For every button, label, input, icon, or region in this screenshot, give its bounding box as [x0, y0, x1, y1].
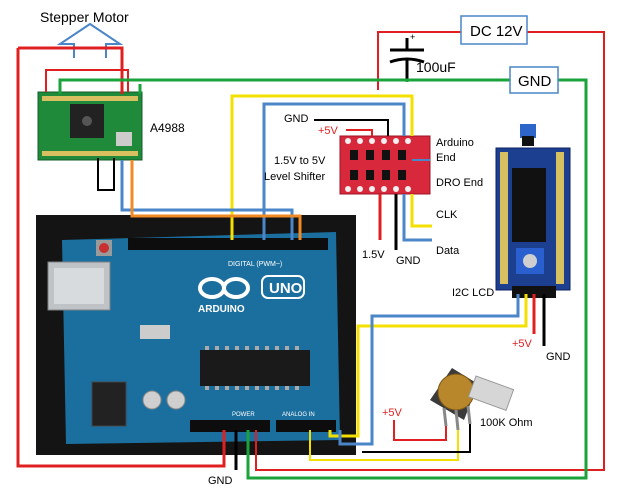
wire-black-pot-gnd	[362, 424, 471, 453]
dc-12v-label: DC 12V	[470, 23, 523, 40]
arduino-board: ARDUINO UNO DIGITAL (PWM~) ANALOG IN POW…	[36, 215, 356, 455]
wire-yellow-clk	[410, 194, 432, 228]
level-shifter-board	[339, 135, 431, 195]
gnd-bottom-label: GND	[208, 475, 233, 487]
plus5v-pot-label: +5V	[382, 407, 403, 419]
gnd-shifter-label: GND	[396, 255, 421, 267]
wire-orange-driver	[130, 160, 302, 240]
arduino-logo-text: ARDUINO	[198, 304, 245, 315]
i2c-lcd-module	[495, 124, 571, 298]
digital-header-text: DIGITAL (PWM~)	[228, 261, 282, 268]
plus5v-shifter-label: +5V	[318, 125, 339, 137]
wire-blue-driver	[120, 160, 294, 240]
wire-red-dc	[377, 31, 462, 90]
plus5v-lcd-label: +5V	[512, 338, 533, 350]
capacitor-label: 100uF	[416, 59, 456, 75]
wire-red-12v	[16, 48, 226, 468]
gnd-top-label: GND	[284, 113, 309, 125]
i2c-lcd-label: I2C LCD	[452, 287, 494, 299]
wire-blue-arduino	[262, 102, 406, 240]
stepper-motor-arrow-icon	[56, 22, 124, 58]
wire-yellow-arduino	[230, 94, 414, 240]
potentiometer	[430, 368, 515, 431]
dc-12v-box	[460, 15, 528, 45]
wire-yellow-sda	[328, 294, 528, 438]
wire-red-5v-pot	[393, 420, 447, 441]
potentiometer-label: 100K Ohm	[480, 417, 533, 429]
stepper-motor-label: Stepper Motor	[40, 9, 129, 25]
gnd-box	[509, 66, 559, 94]
data-label: Data	[436, 245, 460, 257]
svg-text:+: +	[410, 32, 415, 42]
driver-label: A4988	[150, 121, 185, 135]
wire-red-5v-shifter	[346, 129, 373, 136]
wire-black-gnd-top	[314, 119, 389, 136]
wire-red-dc-return	[255, 31, 605, 471]
dro-end-label: DRO End	[436, 177, 483, 189]
wire-blue-data	[402, 194, 432, 242]
power-text: POWER	[232, 412, 255, 418]
gnd-lcd-label: GND	[546, 351, 571, 363]
v15-label: 1.5V	[362, 249, 385, 261]
capacitor	[389, 38, 425, 82]
arduino-infinity-icon	[198, 277, 250, 299]
analog-in-text: ANALOG IN	[282, 412, 315, 418]
driver-jumper	[97, 158, 115, 191]
a4988-driver	[37, 91, 143, 161]
wire-blue-scl	[338, 294, 520, 446]
uno-text: UNO	[269, 280, 303, 297]
wire-yellow-pot	[309, 430, 459, 461]
clk-label: CLK	[436, 209, 458, 221]
gnd-bus-label: GND	[518, 73, 552, 90]
wire-green-gnd	[58, 78, 588, 480]
